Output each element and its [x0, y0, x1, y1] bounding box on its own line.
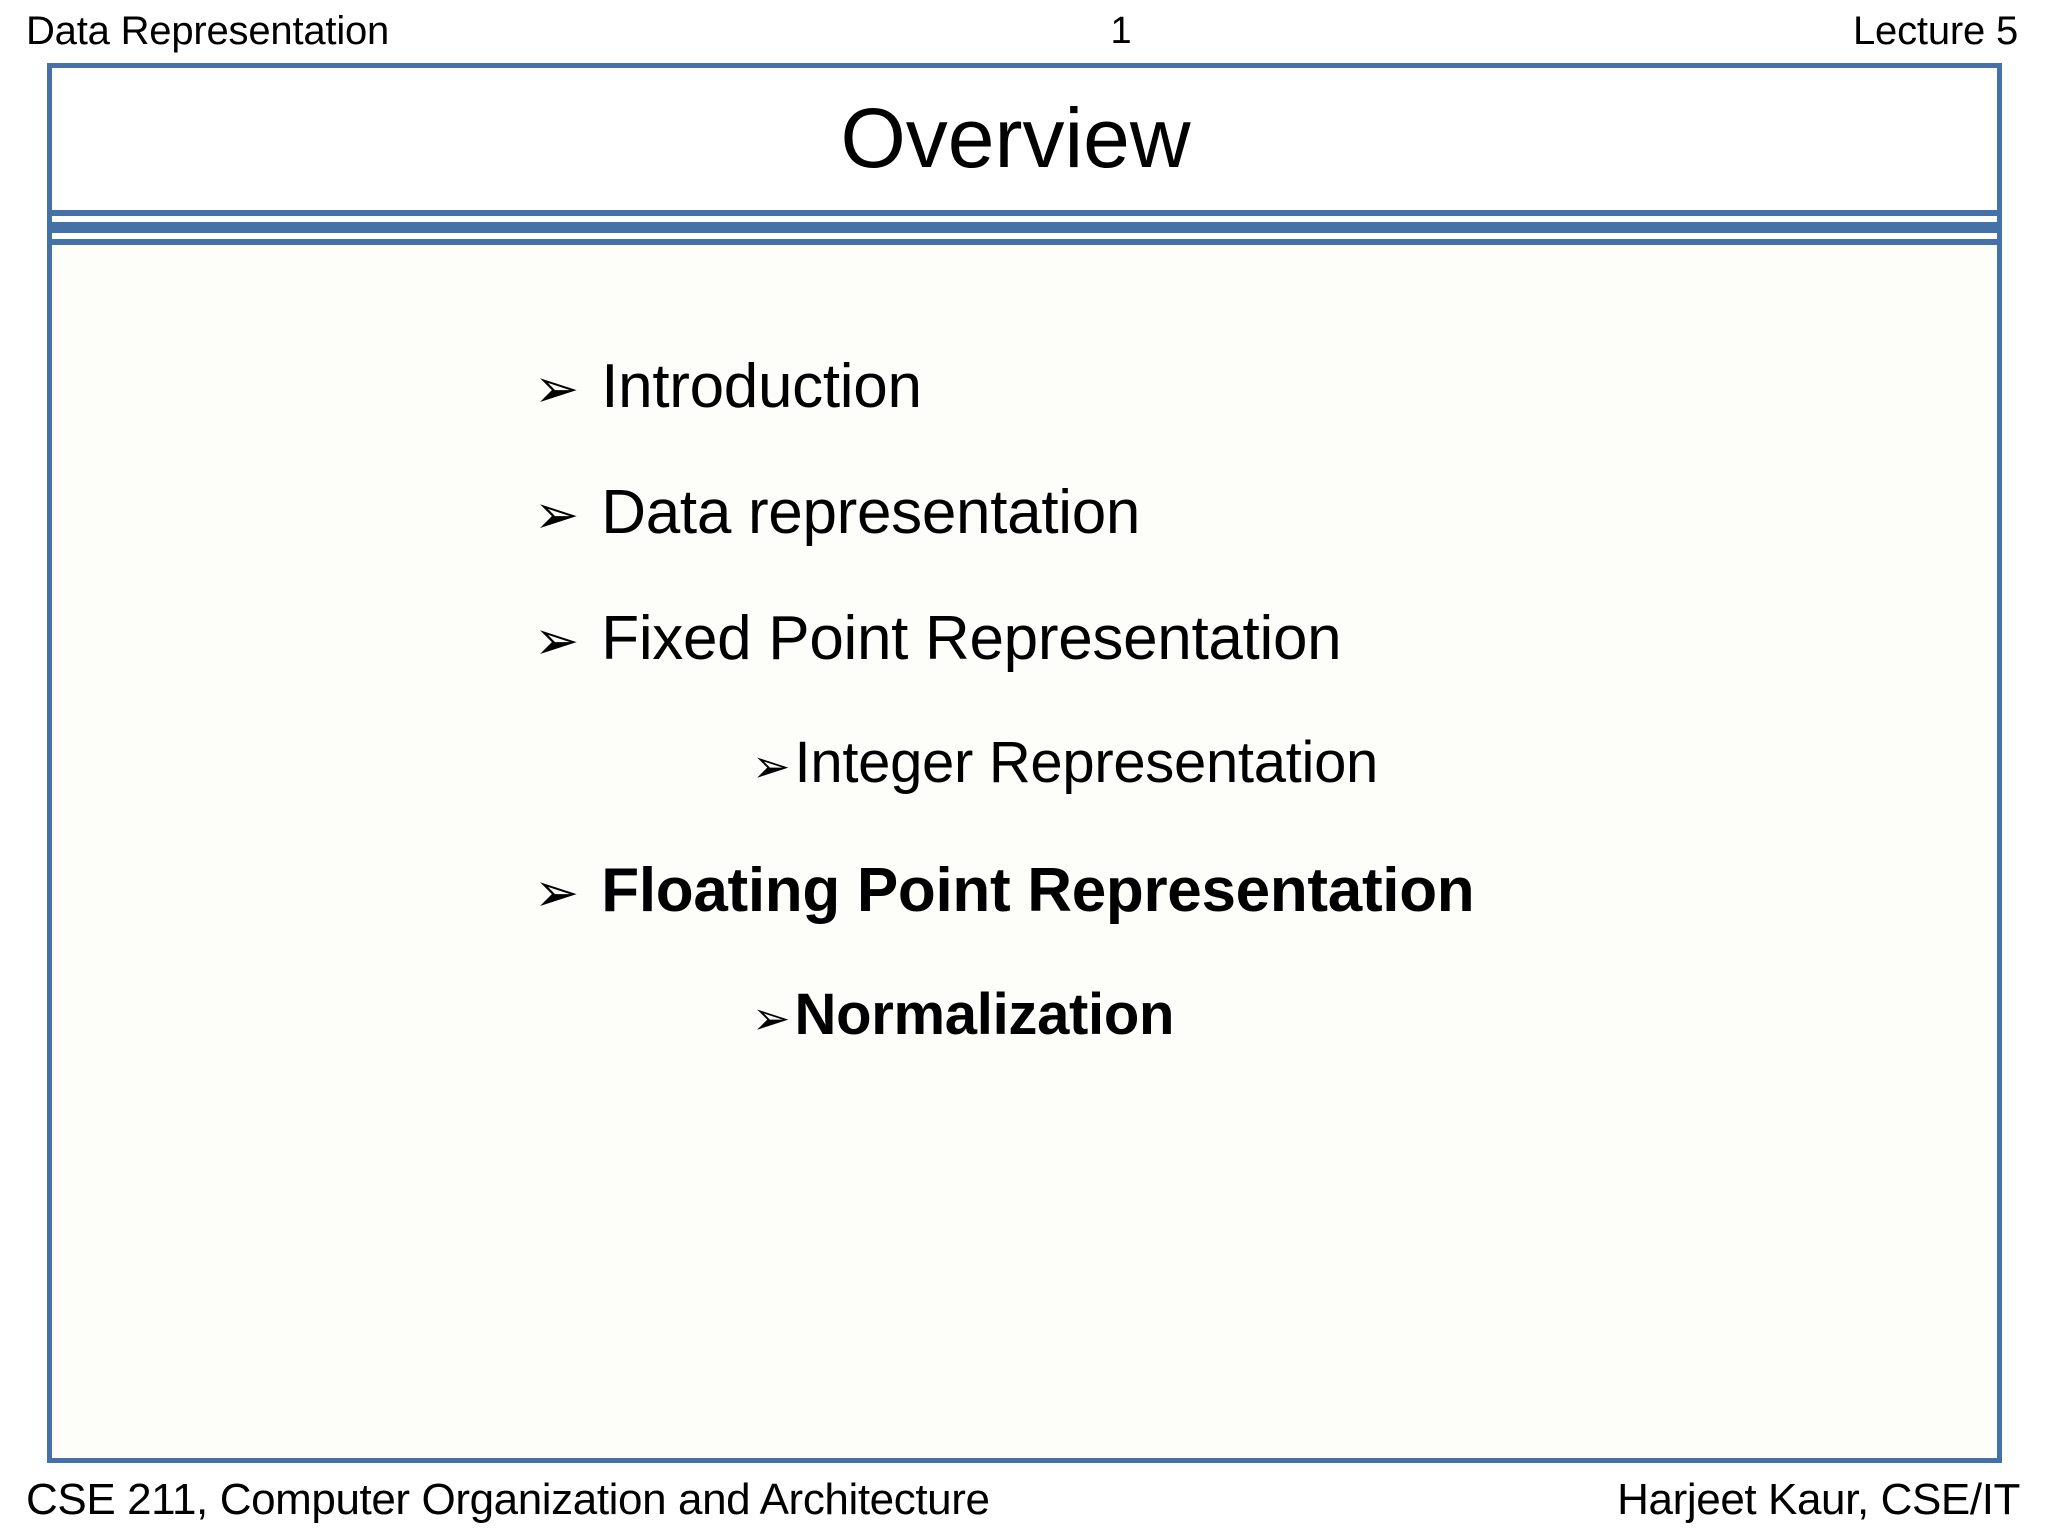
divider-rule-bottom — [52, 239, 1997, 245]
agenda-list: ➢Introduction➢Data representation➢Fixed … — [52, 356, 1997, 1112]
agenda-item-label: Integer Representation — [794, 730, 1379, 795]
divider-rule-top — [52, 210, 1997, 216]
agenda-item: ➢Data representation — [52, 482, 1997, 608]
agenda-item-label: Floating Point Representation — [601, 856, 1475, 925]
agenda-item: ➢Floating Point Representation — [52, 860, 1997, 986]
header-slide-number: 1 — [1110, 10, 1132, 52]
footer-author-label: Harjeet Kaur, CSE/IT — [1617, 1475, 2020, 1524]
agenda-item: ➢Integer Representation — [52, 734, 1997, 860]
page-title: Overview — [840, 91, 1191, 185]
arrow-bullet-icon: ➢ — [534, 357, 580, 420]
slide-title-zone: Overview — [52, 68, 1997, 208]
agenda-item-label: Data representation — [601, 478, 1141, 547]
footer-course-label: CSE 211, Computer Organization and Archi… — [26, 1475, 990, 1524]
slide-header: Data Representation 1 Lecture 5 — [0, 0, 2048, 62]
header-lecture-label: Lecture 5 — [1853, 9, 2018, 53]
slide-footer: CSE 211, Computer Organization and Archi… — [0, 1464, 2048, 1536]
divider-rule-middle — [52, 222, 1997, 233]
agenda-item-label: Fixed Point Representation — [601, 604, 1342, 673]
arrow-bullet-icon: ➢ — [534, 609, 580, 672]
title-divider — [52, 210, 1997, 246]
arrow-bullet-icon: ➢ — [752, 991, 791, 1045]
agenda-item: ➢Fixed Point Representation — [52, 608, 1997, 734]
header-topic-label: Data Representation — [26, 9, 390, 53]
arrow-bullet-icon: ➢ — [534, 483, 580, 546]
arrow-bullet-icon: ➢ — [534, 861, 580, 924]
slide-frame: Overview ➢Introduction➢Data representati… — [47, 63, 2002, 1463]
slide-content-area: ➢Introduction➢Data representation➢Fixed … — [52, 246, 1997, 1458]
arrow-bullet-icon: ➢ — [752, 739, 791, 793]
agenda-item-label: Introduction — [601, 352, 922, 421]
agenda-item-label: Normalization — [794, 982, 1175, 1047]
agenda-item: ➢Introduction — [52, 356, 1997, 482]
agenda-item: ➢Normalization — [52, 986, 1997, 1112]
